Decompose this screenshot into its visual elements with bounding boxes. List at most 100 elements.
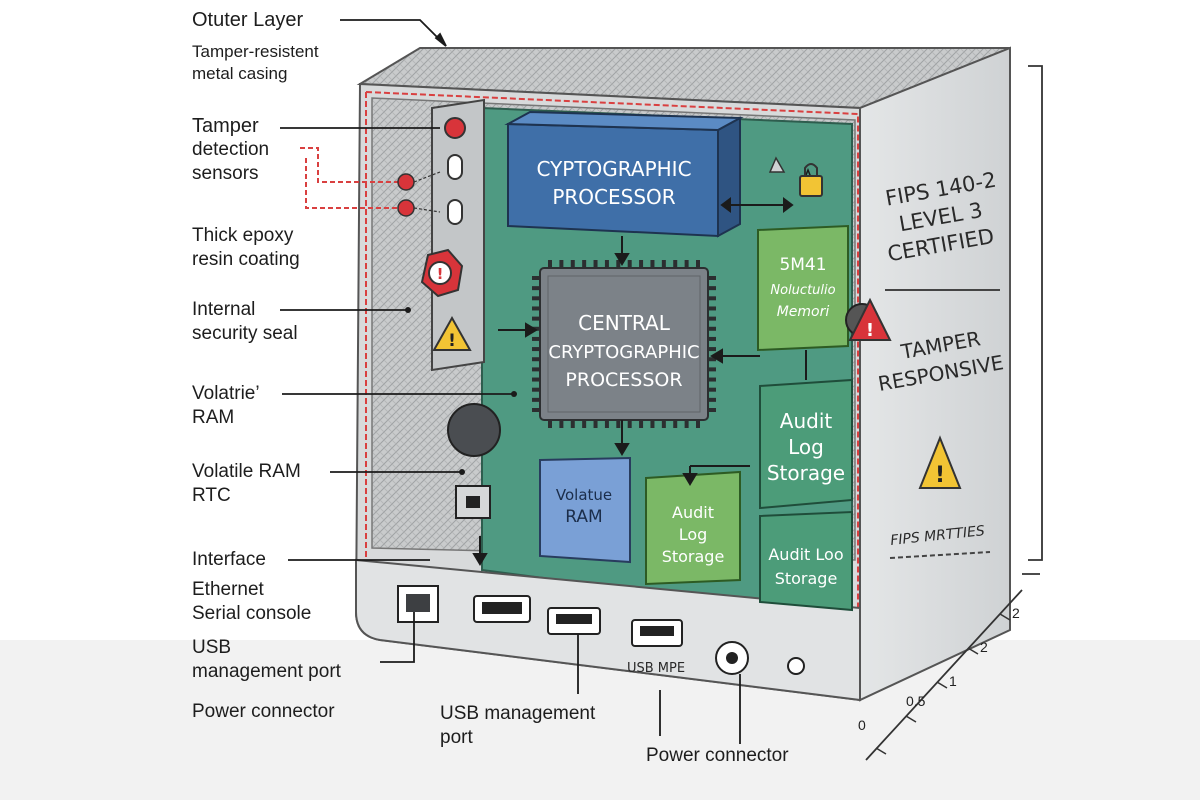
central-line-2: CRYPTOGRAPHIC: [548, 342, 699, 363]
scale-tick-label: 2: [980, 639, 988, 655]
chip-pin: [708, 347, 716, 352]
scale-tick-label: 0.5: [906, 693, 926, 709]
reset-hole: [787, 657, 805, 675]
chip-pin: [673, 260, 678, 268]
chip-pin: [532, 276, 540, 280]
chip-pin: [708, 296, 716, 301]
small-warning-icon: [768, 156, 786, 173]
chip-pin: [708, 377, 716, 382]
chip-pin: [708, 367, 716, 372]
audit-low-line-1: Audit Loo: [768, 545, 843, 564]
scale-tick-label: 0: [858, 717, 866, 733]
label-outer-layer-desc-2: metal casing: [192, 64, 288, 83]
chip-pin: [673, 420, 678, 428]
chip-pin: [532, 326, 540, 331]
label-outer-layer: Otuter Layer: [192, 9, 304, 31]
chip-pin: [570, 260, 575, 268]
label-usb-left-1: USB: [192, 637, 232, 658]
chip-pin: [708, 408, 716, 412]
chip-pin: [650, 260, 655, 268]
sensor-dot-1: [397, 173, 415, 191]
vram-block: [539, 456, 631, 564]
chip-pin: [593, 420, 598, 428]
audit-right-block: [759, 378, 853, 510]
audit-right-line-1: Audit: [780, 409, 833, 433]
nvm-block: [757, 224, 849, 352]
chip-pin: [532, 347, 540, 352]
audit-mid-line-2: Log: [679, 525, 708, 544]
chip-pin: [627, 260, 632, 268]
chip-pins: [532, 260, 716, 428]
chip-pin: [650, 420, 655, 428]
chip-pin: [708, 387, 716, 392]
label-power-bottom: Power connector: [646, 745, 789, 766]
chip-pin: [604, 420, 609, 428]
chip-pin: [570, 420, 575, 428]
chip-pin: [582, 420, 587, 428]
label-epoxy-2: resin coating: [192, 249, 300, 270]
audit-right-line-3: Storage: [767, 461, 845, 485]
scale-tick-label: 2: [1012, 605, 1020, 621]
chip-pin: [696, 260, 700, 268]
chip-pin: [708, 276, 716, 280]
chip-pin: [708, 336, 716, 341]
central-line-1: CENTRAL: [578, 311, 671, 335]
chip-pin: [532, 367, 540, 372]
sensor-dot-2: [397, 199, 415, 217]
label-usb-bottom-1: USB management: [440, 703, 596, 724]
chip-pin: [532, 377, 540, 382]
central-chip: [539, 267, 709, 421]
chip-pin: [559, 260, 564, 268]
usb-port-label: USB MPE: [627, 661, 685, 676]
label-seal-1: Internal: [192, 299, 256, 320]
audit-mid-line-1: Audit: [672, 503, 714, 522]
crypto-line-1: CYPTOGRAPHIC: [536, 157, 691, 181]
tamper-sensor-2: [447, 154, 463, 180]
callout-leaders: [280, 19, 514, 561]
svg-text:!: !: [437, 265, 444, 283]
label-rtc-2: RTC: [192, 485, 231, 506]
chip-pin: [661, 420, 666, 428]
label-vram-1: Volatrie’: [192, 383, 260, 404]
chip-pin: [532, 357, 540, 362]
chip-pin: [708, 306, 716, 311]
chip-pin: [548, 260, 552, 268]
label-seal-2: security seal: [192, 323, 298, 344]
vram-line-1: Volatue: [556, 486, 612, 504]
chip-pin: [661, 260, 666, 268]
audit-low-block: [759, 510, 853, 612]
label-rtc-1: Volatile RAM: [192, 461, 301, 482]
chip-pin: [532, 408, 540, 412]
chip-pin: [532, 286, 540, 291]
chip-pin: [548, 420, 552, 428]
sensor-connector-1: [300, 147, 400, 183]
chip-pin: [532, 296, 540, 301]
label-vram-2: RAM: [192, 407, 235, 428]
chip-pin: [616, 260, 621, 268]
port-leaders: [380, 612, 741, 744]
central-line-3: PROCESSOR: [565, 369, 682, 391]
label-ethernet: Ethernet: [192, 579, 264, 600]
chip-pin: [532, 397, 540, 402]
label-tamper-1: Tamper: [192, 115, 259, 137]
label-interface: Interface: [192, 549, 266, 570]
label-tamper-2: detection: [192, 139, 270, 160]
chip-pin: [708, 397, 716, 402]
chip-pin: [604, 260, 609, 268]
chip-pin: [532, 316, 540, 321]
chip-pin: [532, 336, 540, 341]
vram-line-2: RAM: [565, 507, 602, 527]
label-usb-bottom-2: port: [440, 727, 473, 748]
alert-hexagon-center: [428, 261, 452, 285]
board-arrows: [472, 197, 807, 566]
label-epoxy-1: Thick epoxy: [192, 225, 294, 246]
chip-pin: [559, 420, 564, 428]
height-bracket: [1028, 65, 1043, 561]
side-warning-icon: [918, 435, 962, 489]
audit-low-line-2: Storage: [775, 569, 838, 588]
chip-pin: [684, 420, 689, 428]
chip-pin: [708, 286, 716, 291]
chip-pin: [684, 260, 689, 268]
